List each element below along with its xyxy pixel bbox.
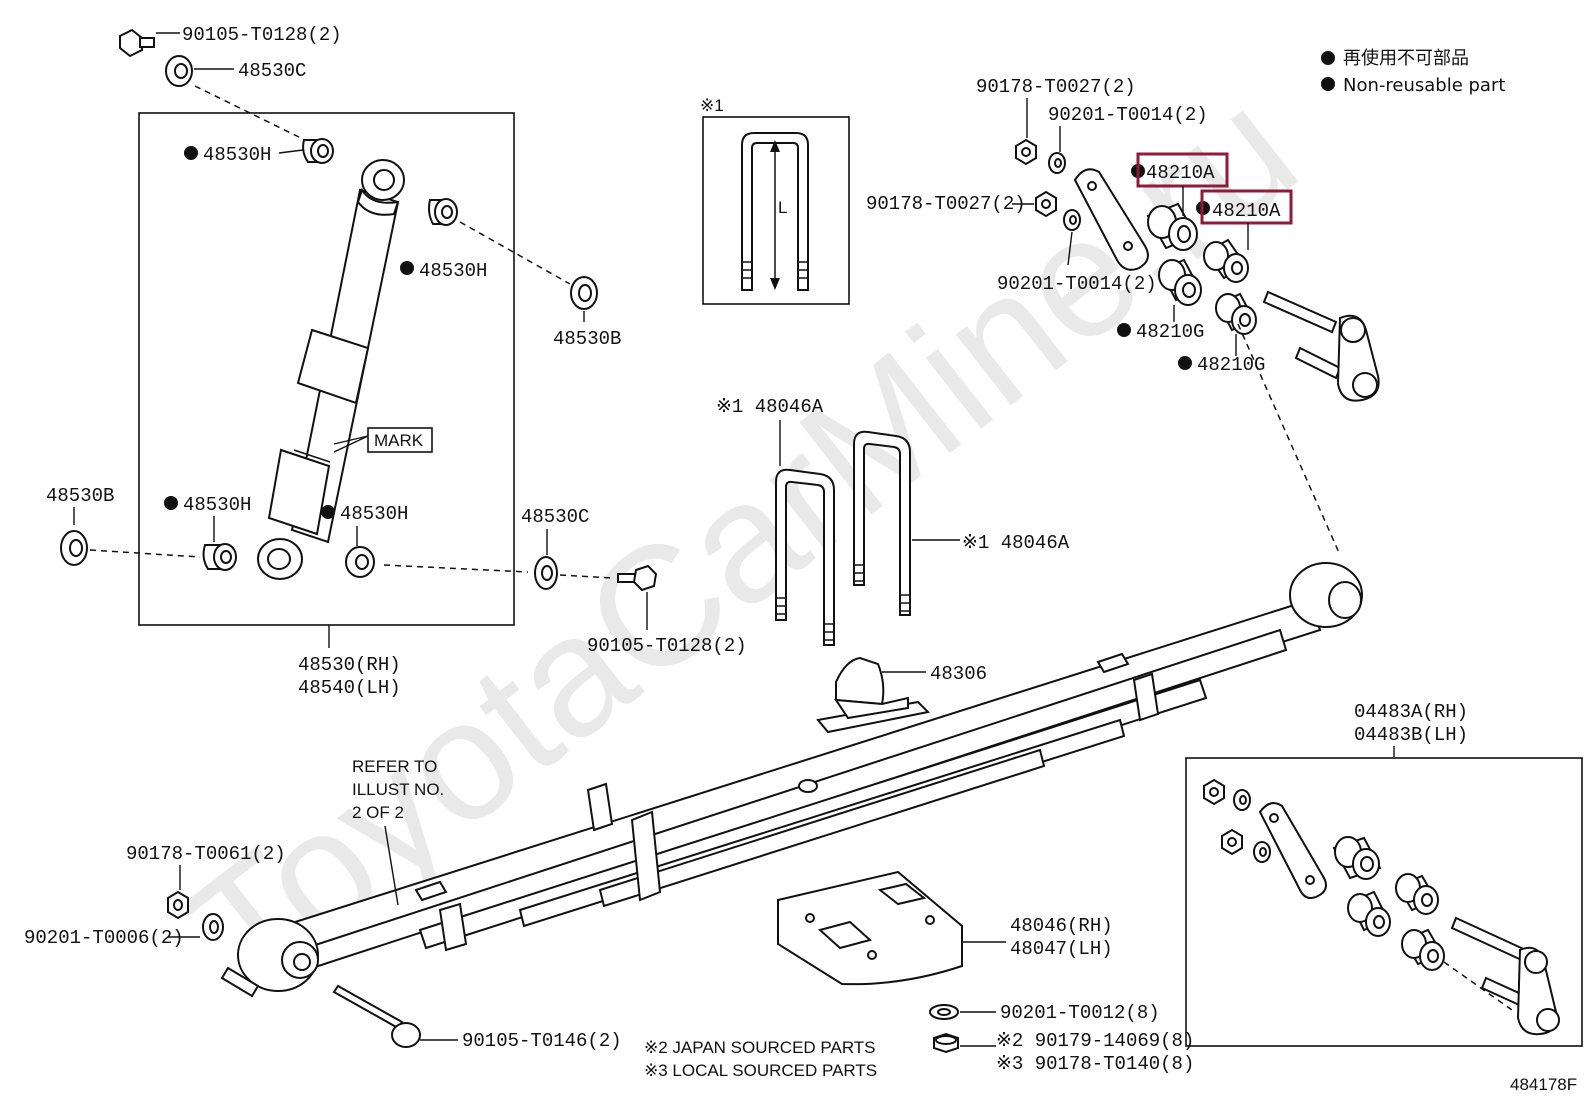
label-b-left: 48530B [46, 485, 114, 507]
bushing-h1-icon [302, 138, 334, 164]
highlight-bush-a2 [1200, 189, 1293, 225]
label-shackle-rh: 04483A(RH) [1354, 701, 1468, 723]
label-washer-b: 90201-T0014(2) [997, 273, 1157, 295]
shackle-kit-group: 04483A(RH) 04483B(LH) [1185, 701, 1583, 1047]
label-washer-a: 90201-T0014(2) [1048, 104, 1208, 126]
u-bolt-1-icon [775, 468, 835, 646]
nut-d-icon [933, 1032, 959, 1054]
label-assy-rh: 48530(RH) [298, 654, 401, 676]
label-nut-jp: ※2 90179-14069(8) [996, 1030, 1194, 1052]
legend-dot-en [1321, 77, 1335, 91]
kit-washer-1-icon [1233, 789, 1251, 811]
label-ubolt-2: ※1 48046A [962, 532, 1070, 554]
washer-b-left-icon [60, 530, 88, 566]
washer-c-top-icon [165, 55, 193, 87]
label-bush-a2: 48210A [1212, 200, 1281, 222]
label-inset-ref: ※1 [700, 96, 724, 115]
label-h1: 48530H [203, 144, 271, 166]
label-c-right: 48530C [521, 506, 589, 528]
kit-bushing-3-icon [1347, 890, 1391, 937]
label-refer-1: REFER TO [352, 757, 437, 776]
label-h3: 48530H [183, 494, 251, 516]
washer-c-icon [202, 913, 224, 941]
label-c-top: 48530C [238, 60, 306, 82]
label-nut-local: ※3 90178-T0140(8) [996, 1053, 1194, 1075]
shock-absorber-group: 90105-T0128(2) 48530C 48530H [46, 24, 747, 699]
label-h4: 48530H [340, 503, 408, 525]
kit-nut-2-icon [1221, 828, 1243, 856]
legend-en: Non-reusable part [1343, 75, 1505, 96]
label-seat-rh: 48046(RH) [1010, 915, 1113, 937]
bushing-h3-icon [202, 543, 237, 571]
washer-c-right-icon [534, 556, 558, 590]
label-nut-a: 90178-T0027(2) [976, 76, 1136, 98]
label-bumper: 48306 [930, 663, 987, 685]
bolt-mid-icon [617, 564, 658, 592]
label-mark: MARK [374, 431, 424, 450]
u-bolt-group: ※1 48046A ※1 48046A [716, 396, 1070, 646]
nut-a-icon [1015, 138, 1037, 166]
label-h2: 48530H [419, 260, 487, 282]
label-bush-g2: 48210G [1197, 354, 1265, 376]
bushing-h2-icon [428, 198, 458, 226]
label-refer-2: ILLUST NO. [352, 780, 444, 799]
label-bush-g1: 48210G [1136, 321, 1204, 343]
legend-dot-ja [1321, 51, 1335, 65]
label-shackle-lh: 04483B(LH) [1354, 724, 1468, 746]
shackle-pin-icon [1262, 290, 1380, 402]
label-refer-3: 2 OF 2 [352, 803, 404, 822]
kit-nut-1-icon [1203, 778, 1225, 806]
nut-b-icon [1035, 190, 1057, 218]
nut-c-icon [167, 890, 189, 920]
label-ubolt-1: ※1 48046A [716, 396, 824, 418]
bushing-a1-icon [1146, 202, 1198, 251]
kit-shackle-icon [1450, 916, 1560, 1036]
bumper-icon [816, 656, 931, 734]
kit-bushing-4-icon [1401, 928, 1445, 971]
legend: 再使用不可部品 Non-reusable part [1321, 48, 1505, 96]
bolt-front-icon [332, 984, 421, 1048]
bushing-a2-icon [1203, 238, 1249, 283]
label-bolt-front: 90105-T0146(2) [462, 1030, 622, 1052]
bolt-top-icon [119, 28, 155, 58]
label-b-top: 48530B [553, 328, 621, 350]
spring-seat-icon [777, 870, 963, 986]
shock-absorber-icon [257, 159, 405, 580]
label-nut-c: 90178-T0061(2) [126, 843, 286, 865]
bushing-g1-icon [1158, 258, 1202, 306]
kit-bushing-2-icon [1395, 873, 1439, 915]
label-seat-lh: 48047(LH) [1010, 938, 1113, 960]
washer-b-top-icon [570, 276, 598, 310]
bushing-h4-icon [345, 546, 375, 578]
bushing-g2-icon [1215, 292, 1257, 335]
label-bolt-top: 90105-T0128(2) [182, 24, 342, 46]
washer-a-icon [1048, 152, 1066, 174]
kit-plate-icon [1258, 802, 1327, 899]
u-bolt-2-icon [853, 430, 911, 616]
shackle-kit-frame [1185, 757, 1583, 1047]
washer-b-icon [1063, 209, 1081, 231]
label-japan-sourced: ※2 JAPAN SOURCED PARTS [644, 1038, 876, 1057]
figure-id: 484178F [1510, 1075, 1577, 1094]
label-bush-a1: 48210A [1146, 162, 1215, 184]
legend-ja: 再使用不可部品 [1343, 48, 1469, 69]
label-washer-c: 90201-T0006(2) [24, 927, 184, 949]
label-length: L [778, 198, 787, 217]
ubolt-length-inset: ※1 L [700, 96, 850, 305]
label-local-sourced: ※3 LOCAL SOURCED PARTS [644, 1061, 877, 1080]
washer-d-icon [929, 1004, 959, 1020]
label-assy-lh: 48540(LH) [298, 677, 401, 699]
label-bolt-mid: 90105-T0128(2) [587, 635, 747, 657]
shackle-plate-icon [1073, 168, 1149, 271]
kit-washer-2-icon [1253, 841, 1271, 863]
label-washer-d: 90201-T0012(8) [1000, 1002, 1160, 1024]
label-nut-b: 90178-T0027(2) [866, 193, 1026, 215]
shock-assembly-frame [138, 112, 515, 626]
shackle-group: 90178-T0027(2) 90201-T0014(2) 90178-T002… [866, 76, 1380, 556]
kit-bushing-1-icon [1332, 836, 1382, 880]
leaf-spring-icon [220, 562, 1363, 998]
mark-box [367, 427, 433, 453]
